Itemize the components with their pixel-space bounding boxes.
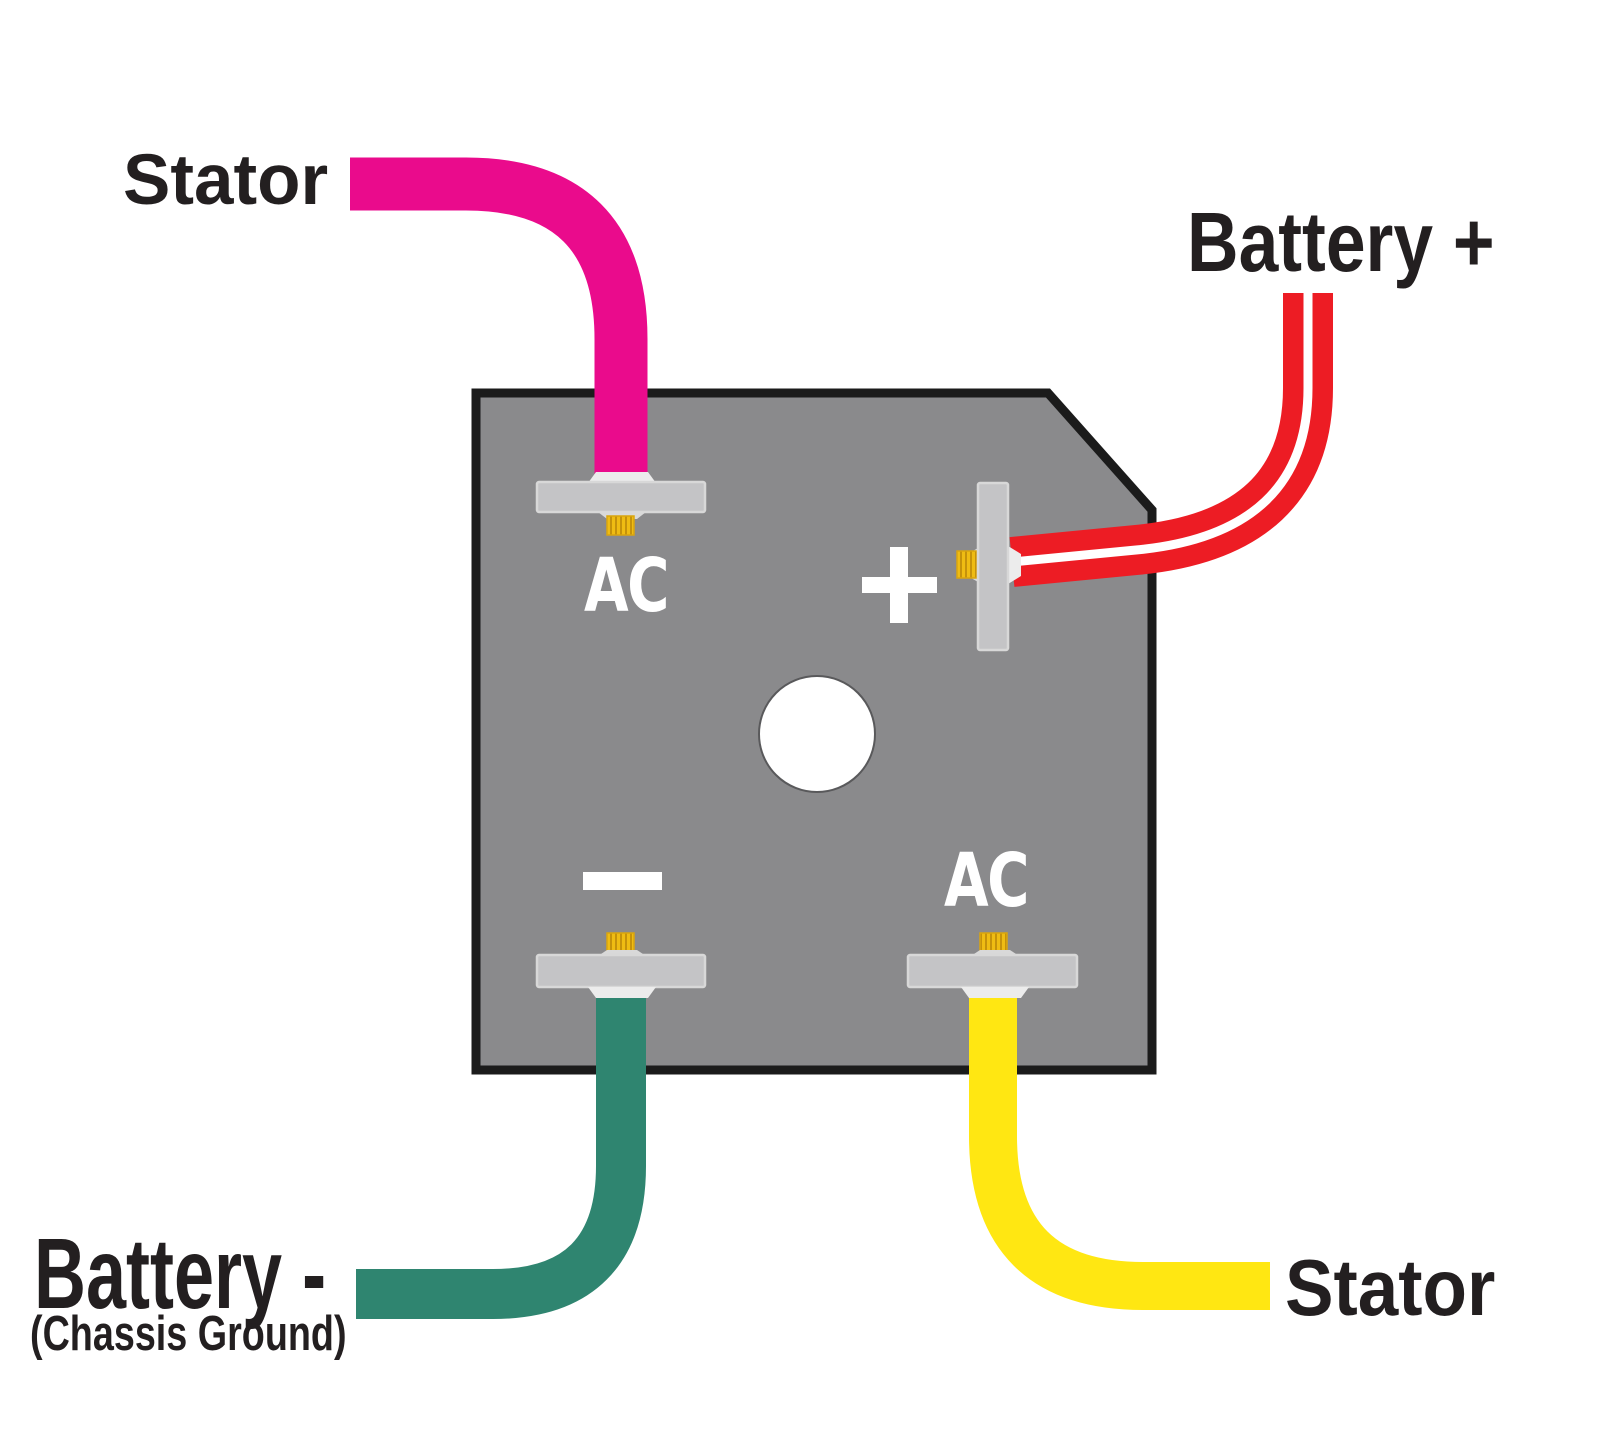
ac-terminal-bottom-label: AC (944, 838, 1029, 924)
terminal-bar (535, 953, 707, 989)
battery-negative-wire (356, 982, 646, 1319)
battery-negative-label: Battery - (34, 1218, 327, 1330)
stator-bottom-label: Stator (1285, 1243, 1496, 1332)
minus-symbol (583, 872, 662, 890)
stator-wire-bottom (969, 982, 1270, 1310)
terminal-nut (961, 987, 1029, 998)
stator-top-label: Stator (123, 141, 329, 220)
terminal-screw (956, 550, 978, 579)
terminal-screw (979, 932, 1008, 953)
mounting-hole (758, 675, 876, 793)
plus-symbol-vertical (890, 547, 908, 623)
terminal-bar (976, 481, 1010, 652)
ac-terminal-top-label: AC (584, 543, 669, 629)
terminal-nut (588, 472, 656, 483)
stator-wire-top (350, 157, 648, 478)
plus-symbol (862, 547, 937, 623)
negative-terminal (535, 932, 707, 998)
terminal-bar (906, 953, 1079, 989)
terminal-screw (606, 515, 635, 536)
battery-positive-label: Battery + (1187, 195, 1495, 289)
terminal-bar (535, 480, 707, 514)
ac-terminal-bottom-right (906, 932, 1079, 998)
positive-terminal (956, 481, 1021, 652)
terminal-screw (606, 932, 635, 953)
terminal-nut (1008, 546, 1021, 584)
battery-positive-wire-gap (1011, 293, 1313, 567)
chassis-ground-label: (Chassis Ground) (30, 1307, 347, 1361)
terminal-nut (588, 987, 656, 998)
ac-terminal-top-left (535, 472, 707, 536)
